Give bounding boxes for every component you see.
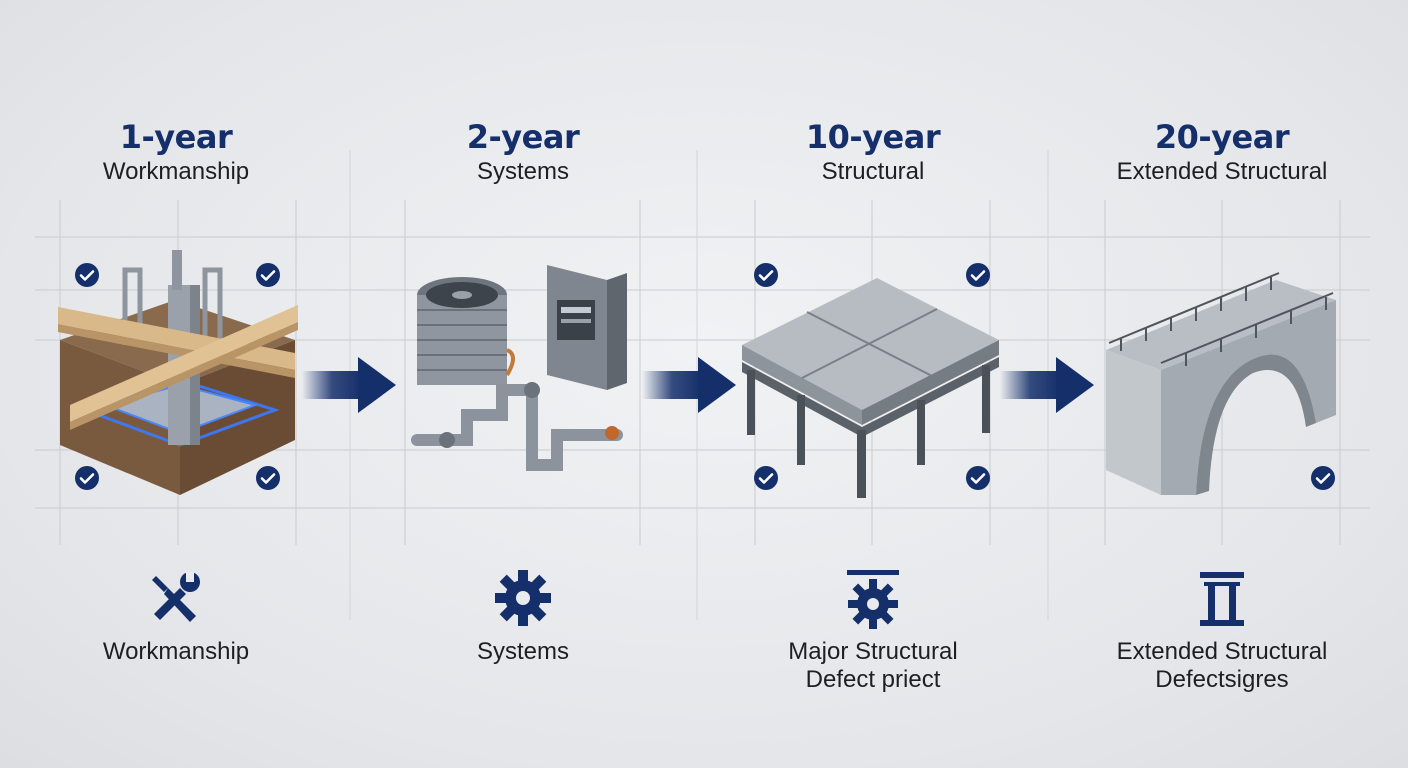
check-icon	[256, 263, 280, 287]
column-1-year: 1-year Workmanship	[0, 0, 352, 768]
coverage-title: Extended Structural	[1116, 158, 1328, 185]
structural-gear-icon	[697, 568, 1049, 637]
check-icon	[1311, 466, 1335, 490]
column-20-year: 20-year Extended Structural	[1046, 0, 1398, 768]
coverage-label: Workmanship	[0, 638, 352, 666]
year-heading: 10-year	[805, 118, 941, 156]
check-icon	[75, 466, 99, 490]
check-icon	[966, 263, 990, 287]
check-icon	[754, 466, 778, 490]
check-icon	[75, 263, 99, 287]
year-heading: 1-year	[119, 118, 233, 156]
hvac-plumbing-illustration	[411, 265, 627, 471]
check-icon	[966, 466, 990, 490]
gear-icon	[347, 568, 699, 633]
coverage-title: Workmanship	[102, 158, 250, 185]
coverage-label: Major Structural Defect priect	[697, 638, 1049, 694]
column-icon	[1046, 568, 1398, 633]
coverage-title: Structural	[821, 158, 925, 185]
label-line-2: Defectsigres	[1155, 666, 1289, 693]
label-line-1: Extended Structural	[1116, 638, 1328, 665]
arrow-right-icon	[642, 357, 736, 413]
check-icon	[754, 263, 778, 287]
coverage-label: Extended Structural Defectsigres	[1046, 638, 1398, 694]
coverage-label: Systems	[347, 638, 699, 666]
label-line-1: Workmanship	[102, 638, 250, 665]
check-icon	[256, 466, 280, 490]
bridge-arch-illustration	[1106, 272, 1336, 495]
year-heading: 2-year	[466, 118, 580, 156]
column-2-year: 2-year Systems	[347, 0, 699, 768]
column-10-year: 10-year Structural	[697, 0, 1049, 768]
arrow-right-icon	[1000, 357, 1094, 413]
slab-frame-illustration	[742, 278, 999, 498]
label-line-1: Systems	[476, 638, 569, 665]
label-line-1: Major Structural	[788, 638, 958, 665]
coverage-title: Systems	[476, 158, 569, 185]
label-line-2: Defect priect	[805, 666, 941, 693]
arrow-right-icon	[302, 357, 396, 413]
tools-icon	[0, 568, 352, 633]
foundation-illustration	[58, 250, 298, 495]
year-heading: 20-year	[1154, 118, 1290, 156]
